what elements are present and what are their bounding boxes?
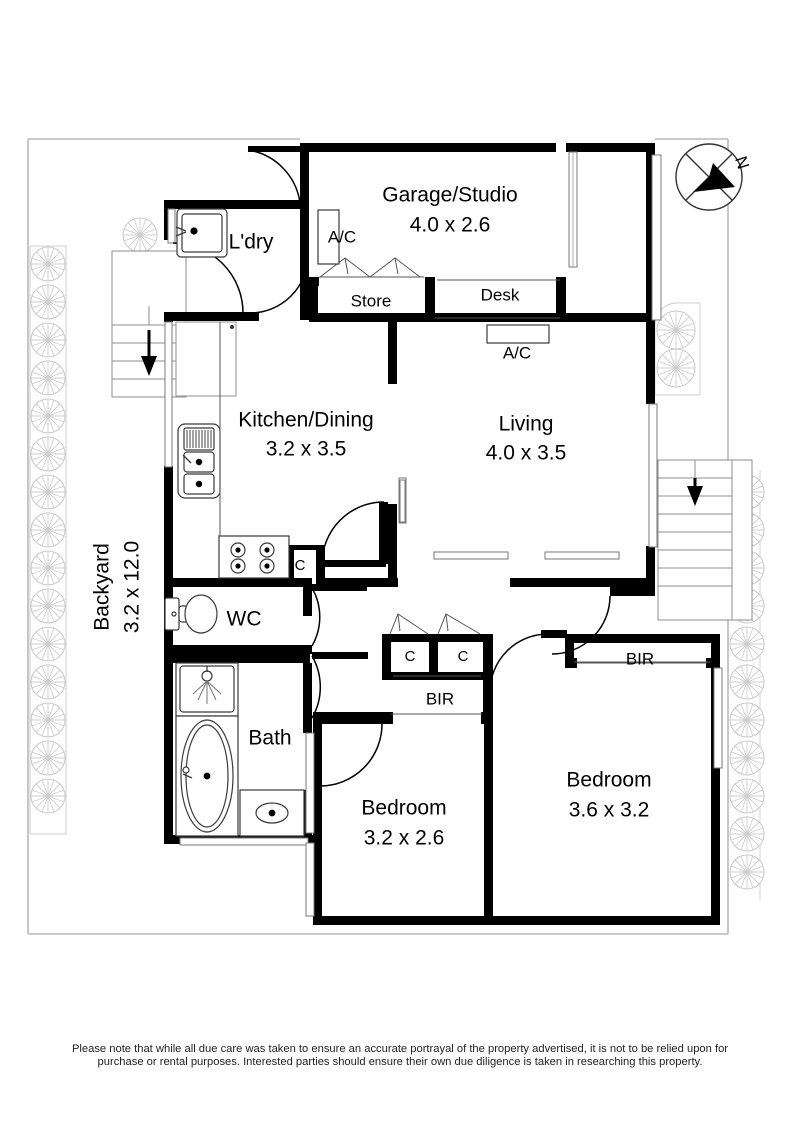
label-store: Store (351, 291, 392, 310)
door-living-hall (551, 595, 611, 655)
label-kitchen-name: Kitchen/Dining (238, 409, 373, 432)
label-bedroom-right-name: Bedroom (566, 769, 651, 792)
shower-base-fixture (239, 789, 305, 837)
label-bir-bedroom-left: BIR (426, 689, 454, 708)
label-kitchen-dims: 3.2 x 3.5 (266, 438, 347, 461)
label-living-name: Living (499, 413, 554, 436)
label-cupboard-kitchen: C (295, 557, 306, 574)
planter-box-living (654, 302, 701, 396)
disclaimer-text: Please note that while all due care was … (71, 1043, 729, 1069)
stairs-direction-arrow-right (687, 478, 703, 506)
door-kitchen-living (321, 501, 385, 565)
walls-bedroom-right (493, 630, 720, 925)
label-bedroom-left-name: Bedroom (361, 797, 446, 820)
label-cupboard-hall-right: C (458, 648, 469, 665)
label-bir-bedroom-right: BIR (626, 649, 654, 668)
label-bedroom-right-dims: 3.6 x 3.2 (569, 799, 650, 822)
label-laundry: L'dry (229, 231, 274, 254)
label-wc: WC (227, 608, 262, 631)
door-wc (311, 587, 321, 647)
cooktop-fixture (218, 535, 290, 579)
label-ac-living: A/C (503, 343, 531, 362)
robe-shelves (391, 279, 710, 715)
label-desk: Desk (481, 285, 520, 304)
label-ac-garage: A/C (328, 227, 356, 246)
label-bedroom-left-dims: 3.2 x 2.6 (364, 827, 445, 850)
label-garage-dims: 4.0 x 2.6 (410, 214, 491, 237)
label-cupboard-hall-left: C (405, 648, 416, 665)
vanity-basin-fixture (175, 662, 239, 717)
shrub-laundry-door (122, 217, 158, 253)
label-bath: Bath (248, 727, 291, 750)
bifold-doors (319, 257, 481, 635)
label-backyard-name: Backyard (91, 543, 114, 631)
bathtub-fixture (175, 715, 239, 837)
door-bedroom-right (489, 633, 549, 693)
laundry-cabinet (175, 321, 237, 397)
ac-unit-living (486, 324, 550, 344)
walls-bedroom-left (313, 634, 493, 925)
stairs-direction-arrow-left (141, 330, 157, 376)
door-bath (311, 655, 322, 719)
stairs-left (111, 250, 187, 398)
label-garage-name: Garage/Studio (382, 184, 517, 207)
shrub-hedge-left (29, 245, 67, 835)
stairs-right (657, 459, 753, 621)
room-labels: Garage/Studio 4.0 x 2.6 A/C L'dry Store … (91, 184, 655, 850)
walls-garage (300, 143, 655, 329)
compass-needle-icon (693, 163, 735, 192)
laundry-sink-fixture (175, 208, 228, 258)
kitchen-sink-fixture (177, 423, 221, 499)
compass-north-label: N (731, 154, 753, 172)
label-living-dims: 4.0 x 3.5 (486, 442, 567, 465)
door-bedroom-left (319, 723, 383, 787)
toilet-fixture (164, 594, 218, 634)
compass-rose: N (675, 143, 753, 211)
label-backyard-dims: 3.2 x 12.0 (121, 541, 144, 633)
door-garage-entry (247, 149, 301, 204)
ac-unit-garage (317, 209, 340, 265)
windows (164, 151, 723, 917)
